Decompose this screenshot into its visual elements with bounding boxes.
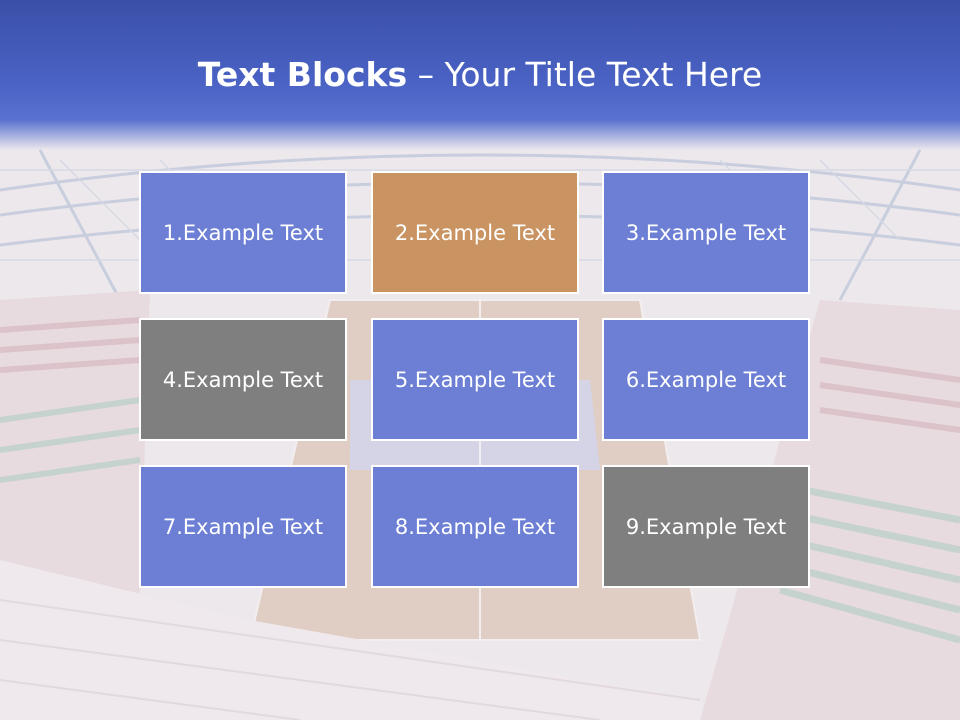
- text-block-4[interactable]: 4.Example Text: [139, 318, 347, 441]
- text-block-7[interactable]: 7.Example Text: [139, 465, 347, 588]
- text-block-7-label: 7.Example Text: [162, 514, 324, 539]
- text-block-1-label: 1.Example Text: [162, 220, 324, 245]
- text-block-6[interactable]: 6.Example Text: [602, 318, 810, 441]
- text-block-8[interactable]: 8.Example Text: [371, 465, 579, 588]
- text-block-9-label: 9.Example Text: [625, 514, 787, 539]
- text-block-2-label: 2.Example Text: [394, 220, 556, 245]
- text-block-3[interactable]: 3.Example Text: [602, 171, 810, 294]
- text-block-5[interactable]: 5.Example Text: [371, 318, 579, 441]
- title-bar: [0, 0, 960, 150]
- text-block-5-label: 5.Example Text: [394, 367, 556, 392]
- text-block-6-label: 6.Example Text: [625, 367, 787, 392]
- slide-title: Text Blocks – Your Title Text Here: [0, 52, 960, 98]
- text-block-3-label: 3.Example Text: [625, 220, 787, 245]
- text-block-2[interactable]: 2.Example Text: [371, 171, 579, 294]
- text-block-4-label: 4.Example Text: [162, 367, 324, 392]
- title-bold-part: Text Blocks: [197, 55, 408, 94]
- text-block-1[interactable]: 1.Example Text: [139, 171, 347, 294]
- title-rest-part: Your Title Text Here: [444, 55, 763, 94]
- text-block-8-label: 8.Example Text: [394, 514, 556, 539]
- title-separator: –: [417, 55, 435, 94]
- text-block-9[interactable]: 9.Example Text: [602, 465, 810, 588]
